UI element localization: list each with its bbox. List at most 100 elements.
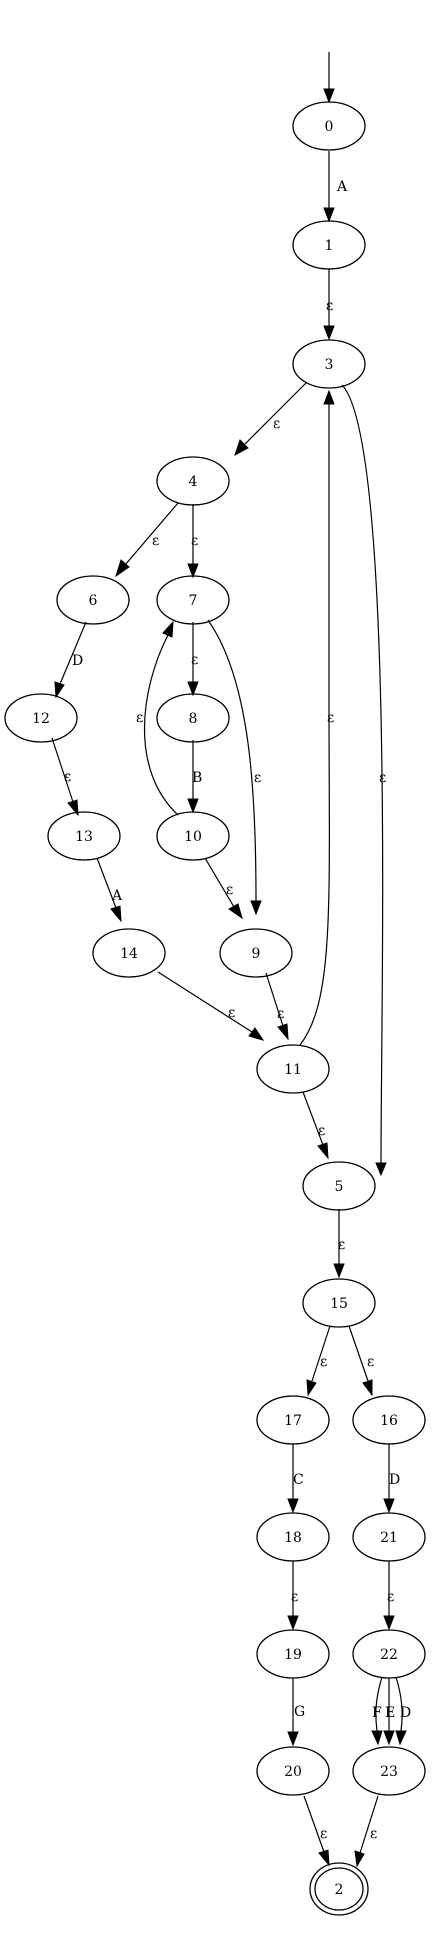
edge-20-2: ε bbox=[303, 1795, 330, 1867]
edge-label-0-1: A bbox=[336, 179, 348, 195]
state-node-14: 14 bbox=[92, 928, 166, 978]
state-node-9: 9 bbox=[219, 928, 293, 978]
edge-label-6-12: D bbox=[72, 653, 83, 669]
state-label-22: 22 bbox=[380, 1647, 398, 1663]
state-label-14: 14 bbox=[120, 946, 138, 962]
edge-3-4: ε bbox=[234, 381, 308, 457]
edge-17-18: C bbox=[287, 1444, 304, 1514]
edge-label-5-15: ε bbox=[338, 1237, 345, 1253]
edge-11-3: ε bbox=[299, 389, 335, 1046]
edge-22-23-e: E bbox=[383, 1678, 395, 1746]
state-node-18: 18 bbox=[256, 1512, 330, 1562]
edge-5-15: ε bbox=[333, 1209, 345, 1279]
state-label-6: 6 bbox=[89, 593, 98, 609]
edge-label-4-6: ε bbox=[152, 533, 159, 549]
edge-label-13-14: A bbox=[111, 888, 123, 904]
state-node-17: 17 bbox=[256, 1395, 330, 1445]
edge-label-10-7: ε bbox=[136, 710, 143, 726]
edge-label-18-19: ε bbox=[291, 1589, 298, 1605]
state-node-11: 11 bbox=[256, 1044, 330, 1094]
edge-23-2: ε bbox=[354, 1795, 379, 1868]
edge-label-1-3: ε bbox=[326, 298, 333, 314]
state-node-7: 7 bbox=[156, 575, 230, 625]
state-node-0: 0 bbox=[292, 101, 366, 151]
edge-label-3-5: ε bbox=[379, 770, 386, 786]
edge-label-22-23-e: E bbox=[385, 1705, 395, 1721]
edge-label-22-23-d: D bbox=[400, 1705, 411, 1721]
edge-22-23-d: D bbox=[395, 1676, 411, 1746]
edge-6-12: D bbox=[54, 621, 87, 699]
edge-18-19: ε bbox=[287, 1561, 299, 1631]
edge-9-11: ε bbox=[265, 972, 289, 1041]
edge-13-14: A bbox=[96, 857, 123, 923]
state-node-1: 1 bbox=[292, 220, 366, 270]
edge-4-6: ε bbox=[115, 502, 179, 578]
state-node-19: 19 bbox=[256, 1629, 330, 1679]
state-node-22: 22 bbox=[352, 1629, 426, 1679]
state-label-1: 1 bbox=[325, 238, 334, 254]
edge-label-15-16: ε bbox=[367, 1354, 374, 1370]
state-label-2: 2 bbox=[335, 1882, 344, 1898]
start-arrow bbox=[323, 52, 335, 104]
state-node-12: 12 bbox=[4, 693, 78, 743]
state-label-4: 4 bbox=[189, 474, 198, 490]
edge-label-11-3: ε bbox=[327, 710, 334, 726]
state-label-20: 20 bbox=[284, 1764, 302, 1780]
state-label-10: 10 bbox=[184, 829, 202, 845]
edge-14-11: ε bbox=[157, 971, 265, 1041]
edge-label-22-23-f: F bbox=[372, 1705, 382, 1721]
edge-22-23-f: F bbox=[371, 1676, 383, 1746]
state-label-7: 7 bbox=[189, 593, 198, 609]
edge-label-8-10: B bbox=[192, 770, 202, 786]
edge-1-3: ε bbox=[323, 269, 335, 341]
state-label-23: 23 bbox=[380, 1764, 398, 1780]
state-node-23: 23 bbox=[352, 1746, 426, 1796]
edge-label-19-20: G bbox=[294, 1704, 305, 1720]
state-label-0: 0 bbox=[325, 119, 334, 135]
state-label-13: 13 bbox=[75, 829, 93, 845]
edge-21-22: ε bbox=[383, 1561, 395, 1631]
edge-label-16-21: D bbox=[389, 1472, 400, 1488]
edge-3-5: ε bbox=[341, 384, 387, 1177]
state-label-12: 12 bbox=[32, 711, 50, 727]
state-node-8: 8 bbox=[156, 693, 230, 743]
edge-12-13: ε bbox=[51, 737, 79, 817]
edge-11-5: ε bbox=[302, 1091, 329, 1160]
edge-label-17-18: C bbox=[293, 1472, 304, 1488]
state-label-19: 19 bbox=[284, 1647, 302, 1663]
edge-label-23-2: ε bbox=[370, 1826, 377, 1842]
state-node-6: 6 bbox=[56, 575, 130, 625]
edge-label-21-22: ε bbox=[387, 1589, 394, 1605]
edge-0-1: A bbox=[323, 151, 348, 223]
edge-label-20-2: ε bbox=[320, 1826, 327, 1842]
accept-state-node-2: 2 bbox=[309, 1862, 369, 1916]
state-label-9: 9 bbox=[252, 946, 261, 962]
state-label-5: 5 bbox=[335, 1179, 344, 1195]
edge-label-9-11: ε bbox=[277, 1006, 284, 1022]
edge-label-12-13: ε bbox=[64, 769, 71, 785]
edge-label-15-17: ε bbox=[320, 1354, 327, 1370]
state-node-10: 10 bbox=[156, 811, 230, 861]
edge-15-16: ε bbox=[348, 1325, 374, 1397]
state-label-11: 11 bbox=[284, 1062, 302, 1078]
edge-label-3-4: ε bbox=[273, 416, 280, 432]
edge-label-11-5: ε bbox=[318, 1123, 325, 1139]
state-label-16: 16 bbox=[380, 1413, 398, 1429]
edge-label-4-7: ε bbox=[191, 533, 198, 549]
state-label-3: 3 bbox=[325, 357, 334, 373]
edge-7-8: ε bbox=[187, 622, 199, 697]
edge-10-9: ε bbox=[204, 857, 243, 920]
state-node-16: 16 bbox=[352, 1395, 426, 1445]
state-node-20: 20 bbox=[256, 1746, 330, 1796]
state-label-21: 21 bbox=[380, 1530, 398, 1546]
state-node-3: 3 bbox=[292, 339, 366, 389]
edge-7-9: ε bbox=[207, 619, 262, 916]
edge-10-7: ε bbox=[136, 620, 179, 816]
state-label-15: 15 bbox=[330, 1296, 348, 1312]
state-node-5: 5 bbox=[302, 1161, 376, 1211]
state-label-17: 17 bbox=[284, 1413, 302, 1429]
edge-4-7: ε bbox=[187, 504, 199, 579]
edge-8-10: B bbox=[187, 740, 202, 814]
edge-15-17: ε bbox=[306, 1325, 331, 1397]
state-label-18: 18 bbox=[284, 1530, 302, 1546]
